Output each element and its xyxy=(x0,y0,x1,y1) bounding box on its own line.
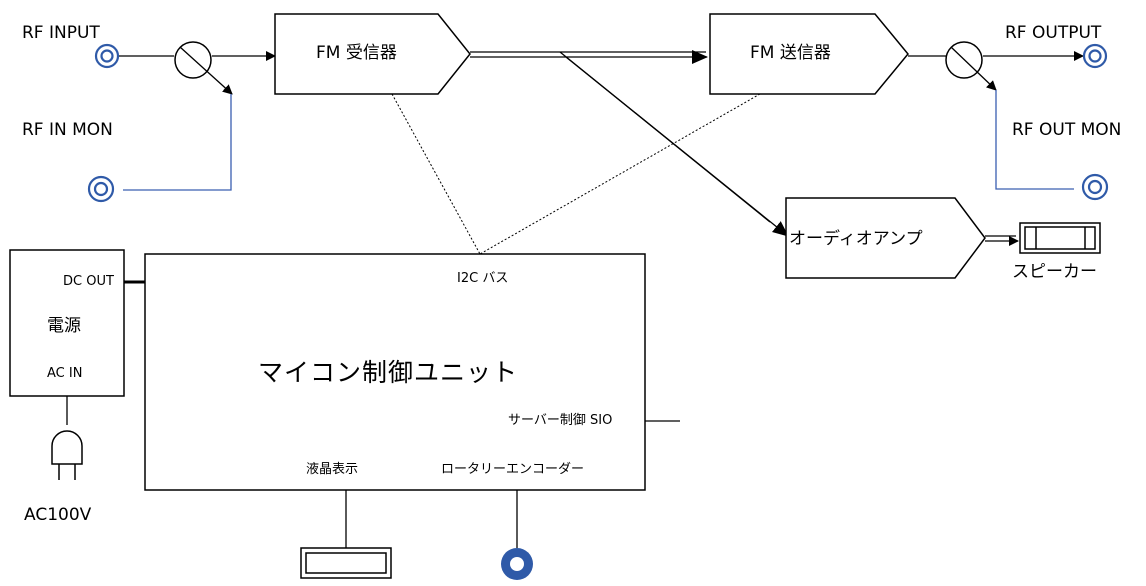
rf-out-mon-label: RF OUT MON xyxy=(1012,120,1122,140)
fm-transmitter-block xyxy=(709,13,909,95)
ac-in-label: AC IN xyxy=(47,366,83,381)
rf-out-mon-connector xyxy=(1081,173,1109,201)
rotary-encoder-icon xyxy=(501,548,533,580)
receiver-to-amp-bus xyxy=(565,56,789,237)
rf-in-mon-line xyxy=(123,94,232,191)
mcu-unit-title: マイコン制御ユニット xyxy=(258,358,519,387)
output-splitter xyxy=(945,41,997,91)
rf-input-connector xyxy=(94,43,120,69)
i2c-line-transmitter xyxy=(479,93,761,255)
speaker-icon xyxy=(1019,222,1101,254)
rf-input-label: RF INPUT xyxy=(22,23,100,43)
i2c-line-receiver xyxy=(391,93,481,255)
i2c-bus-label: I2C バス xyxy=(457,271,509,286)
servo-sio-label: サーバー制御 SIO xyxy=(508,413,613,428)
ac100v-label: AC100V xyxy=(24,505,92,525)
fm-transmitter-label: FM 送信器 xyxy=(750,43,831,63)
lcd-display-icon xyxy=(300,547,392,579)
power-supply-block xyxy=(9,249,125,397)
audio-amp-label: オーディオアンプ xyxy=(789,229,923,249)
rf-out-mon-line xyxy=(995,90,1074,190)
mcu-unit-block xyxy=(144,253,646,491)
power-supply-label: 電源 xyxy=(47,316,81,336)
rf-output-label: RF OUTPUT xyxy=(1005,23,1102,43)
rotary-encoder-label: ロータリーエンコーダー xyxy=(441,462,585,477)
speaker-label: スピーカー xyxy=(1012,262,1097,282)
lcd-display-label: 液晶表示 xyxy=(306,462,359,477)
dc-out-label: DC OUT xyxy=(63,274,114,289)
input-splitter xyxy=(174,41,233,95)
audio-amp-block xyxy=(785,197,986,279)
rf-output-connector xyxy=(1082,43,1108,69)
rf-in-mon-label: RF IN MON xyxy=(22,120,113,140)
rf-in-mon-connector xyxy=(87,175,115,203)
ac-plug-icon xyxy=(51,430,83,480)
fm-receiver-label: FM 受信器 xyxy=(316,43,397,63)
fm-receiver-block xyxy=(274,13,471,95)
